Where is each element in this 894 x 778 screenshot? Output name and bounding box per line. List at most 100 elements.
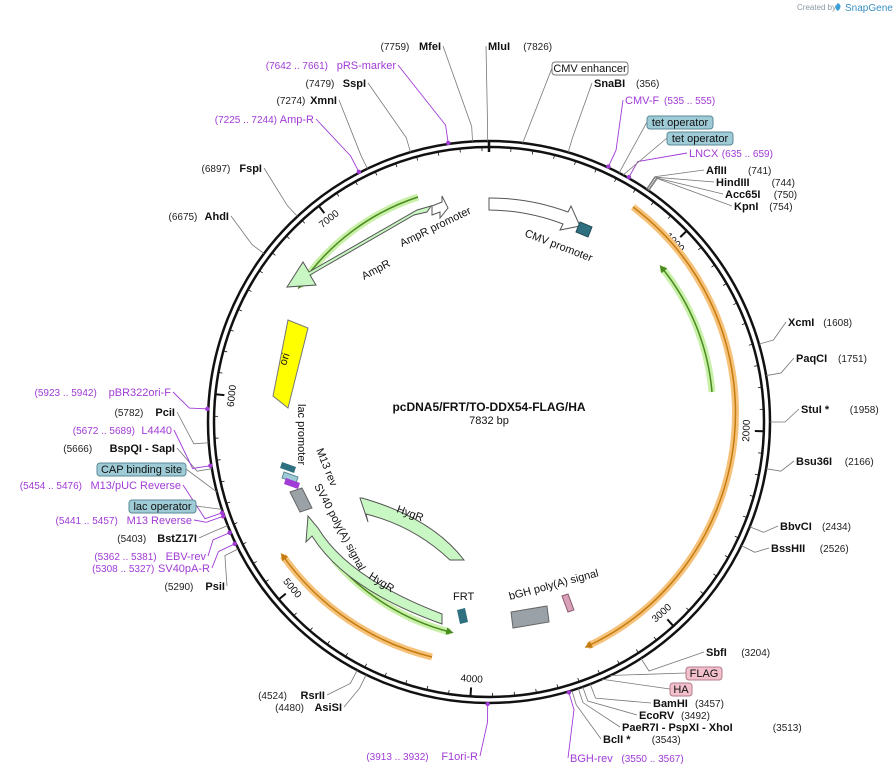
restriction-site-ahdi[interactable]: AhdI(6675): [168, 211, 229, 223]
restriction-site-bbvci[interactable]: BbvCI(2434): [780, 521, 851, 533]
restriction-site-xhoi[interactable]: PaeR7I - PspXI - XhoI(3513): [622, 722, 802, 734]
site-name: PsiI: [205, 581, 225, 593]
tick-mark: [301, 220, 306, 224]
restriction-site-bstz17i[interactable]: BstZ17I(5403): [117, 533, 197, 545]
restriction-site-bsshii[interactable]: BssHII(2526): [771, 543, 849, 555]
restriction-site-bsu36i[interactable]: Bsu36I(2166): [796, 456, 874, 468]
primer-position: (5672 .. 5689): [73, 426, 135, 437]
tick-mark: [614, 178, 617, 182]
primer-mark: [445, 140, 451, 146]
primer-ebv[interactable]: EBV-rev(5362 .. 5381): [94, 551, 206, 563]
primer-mark: [205, 406, 210, 412]
restriction-site-stui[interactable]: StuI *(1958): [801, 404, 879, 416]
feature-box-bg: [685, 666, 723, 681]
tick-mark: [653, 636, 657, 641]
tick-mark: [617, 660, 620, 665]
box-leader-line: [522, 67, 553, 144]
flag-ha-shape[interactable]: [561, 593, 575, 613]
credit-brand: SnapGene: [845, 3, 893, 14]
bgh-polya-shape[interactable]: [510, 605, 550, 629]
primer-m13rev[interactable]: M13 Reverse(5441 .. 5457): [56, 515, 192, 527]
box-leader-line: [195, 505, 222, 510]
restriction-site-hindiii[interactable]: HindIII(744): [716, 177, 795, 189]
tick-mark: [278, 592, 287, 601]
feature-box-ha[interactable]: HA: [669, 682, 693, 697]
restriction-site-fspi[interactable]: FspI(6897): [201, 163, 262, 175]
m13rev-shape[interactable]: [284, 478, 300, 489]
ampr-shape[interactable]: [286, 205, 433, 288]
feature-box-cap[interactable]: CAP binding site: [96, 462, 187, 477]
primer-lncx[interactable]: LNCX(635 .. 659): [689, 148, 773, 160]
site-position: (7759): [380, 42, 409, 53]
site-position: (7274): [276, 96, 305, 107]
tick-mark: [253, 561, 257, 564]
site-position: (1608): [823, 318, 852, 329]
tick-mark: [395, 163, 398, 168]
restriction-site-asisi[interactable]: AsiSI(4480): [275, 702, 342, 714]
site-name: XmnI: [310, 95, 337, 107]
tick-mark: [237, 309, 242, 312]
ori-shape[interactable]: [272, 319, 309, 409]
restriction-site-xcmi[interactable]: XcmI(1608): [788, 317, 852, 329]
ampr-promoter-shape[interactable]: [431, 195, 449, 220]
primer-leader-line: [211, 543, 236, 569]
primer-l4440[interactable]: L4440(5672 .. 5689): [73, 425, 172, 437]
restriction-site-paqci[interactable]: PaqCI(1751): [796, 353, 867, 365]
restriction-site-psii[interactable]: PsiI(5290): [164, 581, 225, 593]
tick-mark: [215, 393, 225, 397]
restriction-site-rsrii[interactable]: RsrII(4524): [258, 690, 325, 702]
primer-labels: pRS-marker(7642 .. 7661) Amp-R(7225 .. 72…: [20, 60, 773, 765]
orf-arc-inner-right-line: [659, 265, 713, 393]
site-leader-line: [582, 686, 638, 716]
restriction-site-bcli[interactable]: BclI *(3543): [603, 734, 681, 746]
site-leader-line: [640, 651, 705, 672]
primer-ampr-p[interactable]: Amp-R(7225 .. 7244): [215, 114, 314, 126]
frt-shape[interactable]: [457, 608, 468, 624]
tick-mark: [374, 171, 378, 176]
restriction-site-bamhi[interactable]: BamHI(3457): [653, 698, 724, 710]
site-leader-line: [749, 525, 779, 533]
restriction-site-sapi[interactable]: BspQI - SapI(5666): [63, 443, 175, 455]
restriction-site-ecorv[interactable]: EcoRV(3492): [639, 710, 710, 722]
primer-prs[interactable]: pRS-marker(7642 .. 7661): [266, 60, 397, 72]
primer-cmvf[interactable]: CMV-F(535 .. 555): [625, 95, 715, 107]
feature-box-flag[interactable]: FLAG: [685, 666, 723, 681]
tick-label: 6000: [226, 384, 239, 408]
restriction-site-snabi[interactable]: SnaBI(356): [594, 78, 659, 90]
primer-pbr[interactable]: pBR322ori-F(5923 .. 5942): [35, 387, 172, 399]
tet-operator-shape[interactable]: [575, 221, 593, 238]
tick-mark: [754, 473, 759, 476]
feature-box-label: CAP binding site: [101, 464, 182, 476]
restriction-site-xmni[interactable]: XmnI (7274): [276, 95, 337, 107]
restriction-site-sbfi[interactable]: SbfI(3204): [706, 647, 770, 659]
feature-box-lacop[interactable]: lac operator: [128, 499, 197, 514]
hygr-shape-lower[interactable]: [305, 514, 443, 625]
restriction-site-acc65i[interactable]: Acc65I(750): [725, 189, 797, 201]
hygr-shape-upper[interactable]: [359, 497, 466, 561]
cmv-promoter-shape[interactable]: [488, 197, 581, 231]
restriction-site-kpni[interactable]: KpnI(754): [734, 201, 793, 213]
primer-f1ori[interactable]: F1ori-R(3913 .. 3932): [366, 751, 478, 763]
restriction-site-pcii[interactable]: PciI(5782): [114, 407, 175, 419]
tick-mark: [722, 283, 727, 286]
primer-bghrev[interactable]: BGH-rev(3550 .. 3567): [570, 753, 684, 765]
tick-mark: [405, 680, 408, 685]
primer-m13puc[interactable]: M13/pUC Reverse(5454 .. 5476): [20, 480, 181, 492]
lac-operator-shape[interactable]: [280, 462, 296, 473]
tick-mark: [416, 156, 419, 161]
feature-box-cmv-enh[interactable]: CMV enhancer: [551, 61, 629, 76]
site-name: SbfI: [706, 647, 727, 659]
feature-box-tetop2[interactable]: tet operator: [666, 131, 734, 146]
restriction-site-mlui[interactable]: MluI(7826): [488, 41, 552, 53]
sv40-polya-shape[interactable]: [289, 487, 313, 513]
primer-sv40pa[interactable]: SV40pA-R(5308 .. 5327): [92, 563, 210, 575]
box-leader-line: [601, 678, 671, 690]
feature-label-frt: FRT: [453, 591, 474, 603]
restriction-site-mfei[interactable]: MfeI(7759): [380, 41, 441, 53]
site-position: (356): [636, 79, 659, 90]
tick-mark: [556, 684, 559, 689]
restriction-site-sspi[interactable]: SspI(7479): [305, 78, 366, 90]
tick-mark: [594, 168, 597, 173]
restriction-site-aflii[interactable]: AflII(741): [706, 165, 771, 177]
feature-box-tetop1[interactable]: tet operator: [646, 115, 714, 130]
